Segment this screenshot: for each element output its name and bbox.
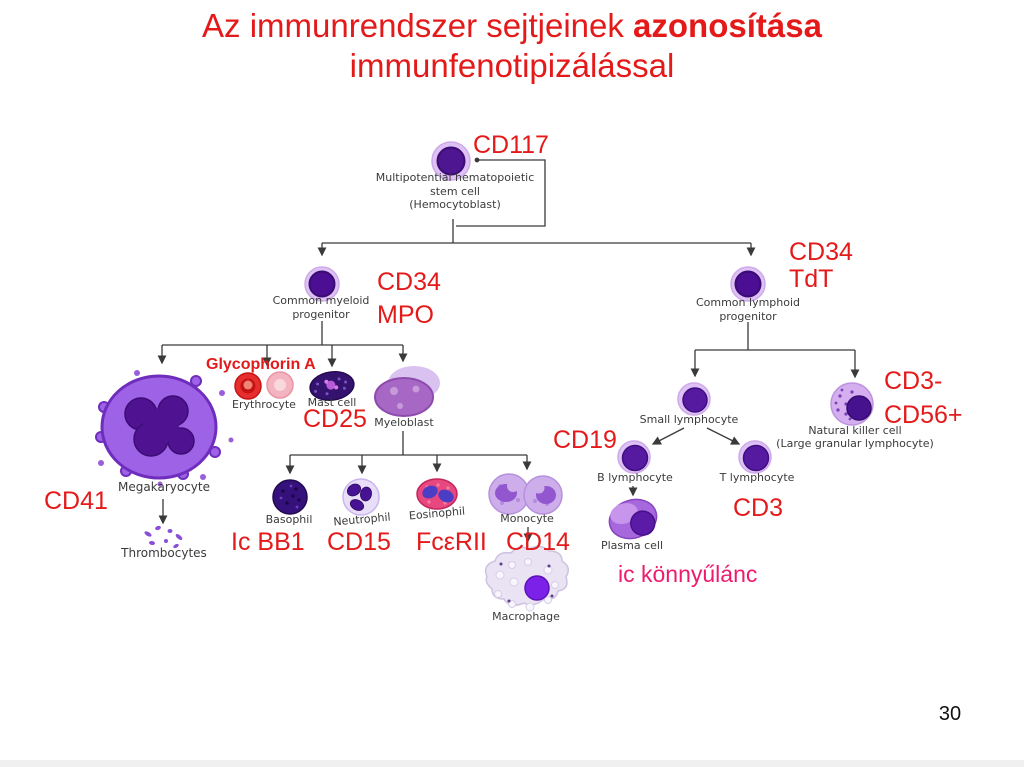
- basophil-icon: [272, 479, 308, 515]
- page-number: 30: [938, 703, 962, 725]
- mast-cell-icon: [309, 371, 355, 401]
- marker-cd34-mpo: CD34 MPO: [377, 268, 441, 329]
- plasma-cell-icon: [608, 498, 658, 540]
- marker-cd14: CD14: [506, 528, 570, 556]
- title-line-2: immunfenotipizálással: [349, 47, 675, 84]
- b-lymphocyte-label: B lymphocyte: [597, 471, 673, 484]
- marker-fcerii: FcεRII: [416, 528, 487, 556]
- marker-glycophorin-a: Glycophorin A: [206, 356, 316, 373]
- lymphoid-progenitor-icon: [730, 266, 766, 302]
- marker-cd34-tdt: CD34 TdT: [789, 238, 853, 293]
- monocyte-label: Monocyte: [500, 512, 554, 525]
- cd117-callout-dot: [474, 157, 480, 163]
- plasma-cell-label: Plasma cell: [600, 539, 664, 552]
- slide-footer-bar: [0, 760, 1024, 767]
- title-part-regular: Az immunrendszer sejtjeinek: [202, 7, 624, 44]
- basophil-label: Basophil: [265, 513, 313, 526]
- myeloid-progenitor-label: Common myeloid progenitor: [272, 294, 370, 321]
- myeloblast-icon: [374, 366, 440, 417]
- line-cd117-callout: [456, 159, 546, 227]
- marker-cd19: CD19: [553, 426, 617, 454]
- marker-cd25: CD25: [303, 405, 367, 433]
- tree-connectors: [157, 157, 860, 543]
- neutrophil-icon: [342, 478, 380, 516]
- title-part-bold: azonosítása: [633, 7, 822, 44]
- slide-title: Az immunrendszer sejtjeinek azonosítása …: [0, 6, 1024, 86]
- b-lymphocyte-icon: [617, 440, 651, 474]
- erythrocyte-icon: [234, 371, 294, 400]
- marker-cd15: CD15: [327, 528, 391, 556]
- t-lymphocyte-label: T lymphocyte: [719, 471, 795, 484]
- stem-cell-label: Multipotential hematopoietic stem cell (…: [375, 171, 535, 211]
- marker-cd3: CD3: [733, 494, 784, 522]
- marker-cd3neg-cd56pos: CD3- CD56+: [884, 367, 963, 429]
- stem-cell-icon: [431, 141, 471, 181]
- thrombocytes-icon: [144, 525, 183, 549]
- marker-cd117: CD117: [473, 131, 549, 159]
- megakaryocyte-label: Megakaryocyte: [118, 480, 210, 494]
- marker-cd41: CD41: [44, 487, 108, 515]
- thrombocytes-label: Thrombocytes: [121, 546, 207, 560]
- arrow-to-t-lymphocyte: [706, 427, 741, 445]
- erythrocyte-label: Erythrocyte: [232, 398, 296, 411]
- myeloblast-label: Myeloblast: [374, 416, 434, 429]
- nk-cell-label: Natural killer cell (Large granular lymp…: [776, 424, 934, 450]
- megakaryocyte-icon: [95, 370, 234, 487]
- marker-ic-light-chain: ic könnyűlánc: [618, 561, 758, 587]
- mast-cell-label: Mast cell: [307, 396, 357, 409]
- macrophage-label: Macrophage: [492, 610, 560, 623]
- myeloid-progenitor-icon: [304, 266, 340, 302]
- small-lymphocyte-label: Small lymphocyte: [639, 413, 739, 426]
- lymphoid-progenitor-label: Common lymphoid progenitor: [695, 296, 801, 323]
- eosinophil-icon: [416, 478, 458, 510]
- t-lymphocyte-icon: [738, 440, 772, 474]
- macrophage-icon: [484, 545, 569, 612]
- title-line-1: Az immunrendszer sejtjeinek azonosítása: [0, 6, 1024, 46]
- monocyte-icon: [488, 473, 563, 515]
- small-lymphocyte-icon: [677, 382, 711, 416]
- arrow-to-b-lymphocyte: [651, 427, 685, 445]
- marker-ic-bb1: Ic BB1: [231, 528, 305, 556]
- nk-cell-icon: [830, 382, 874, 426]
